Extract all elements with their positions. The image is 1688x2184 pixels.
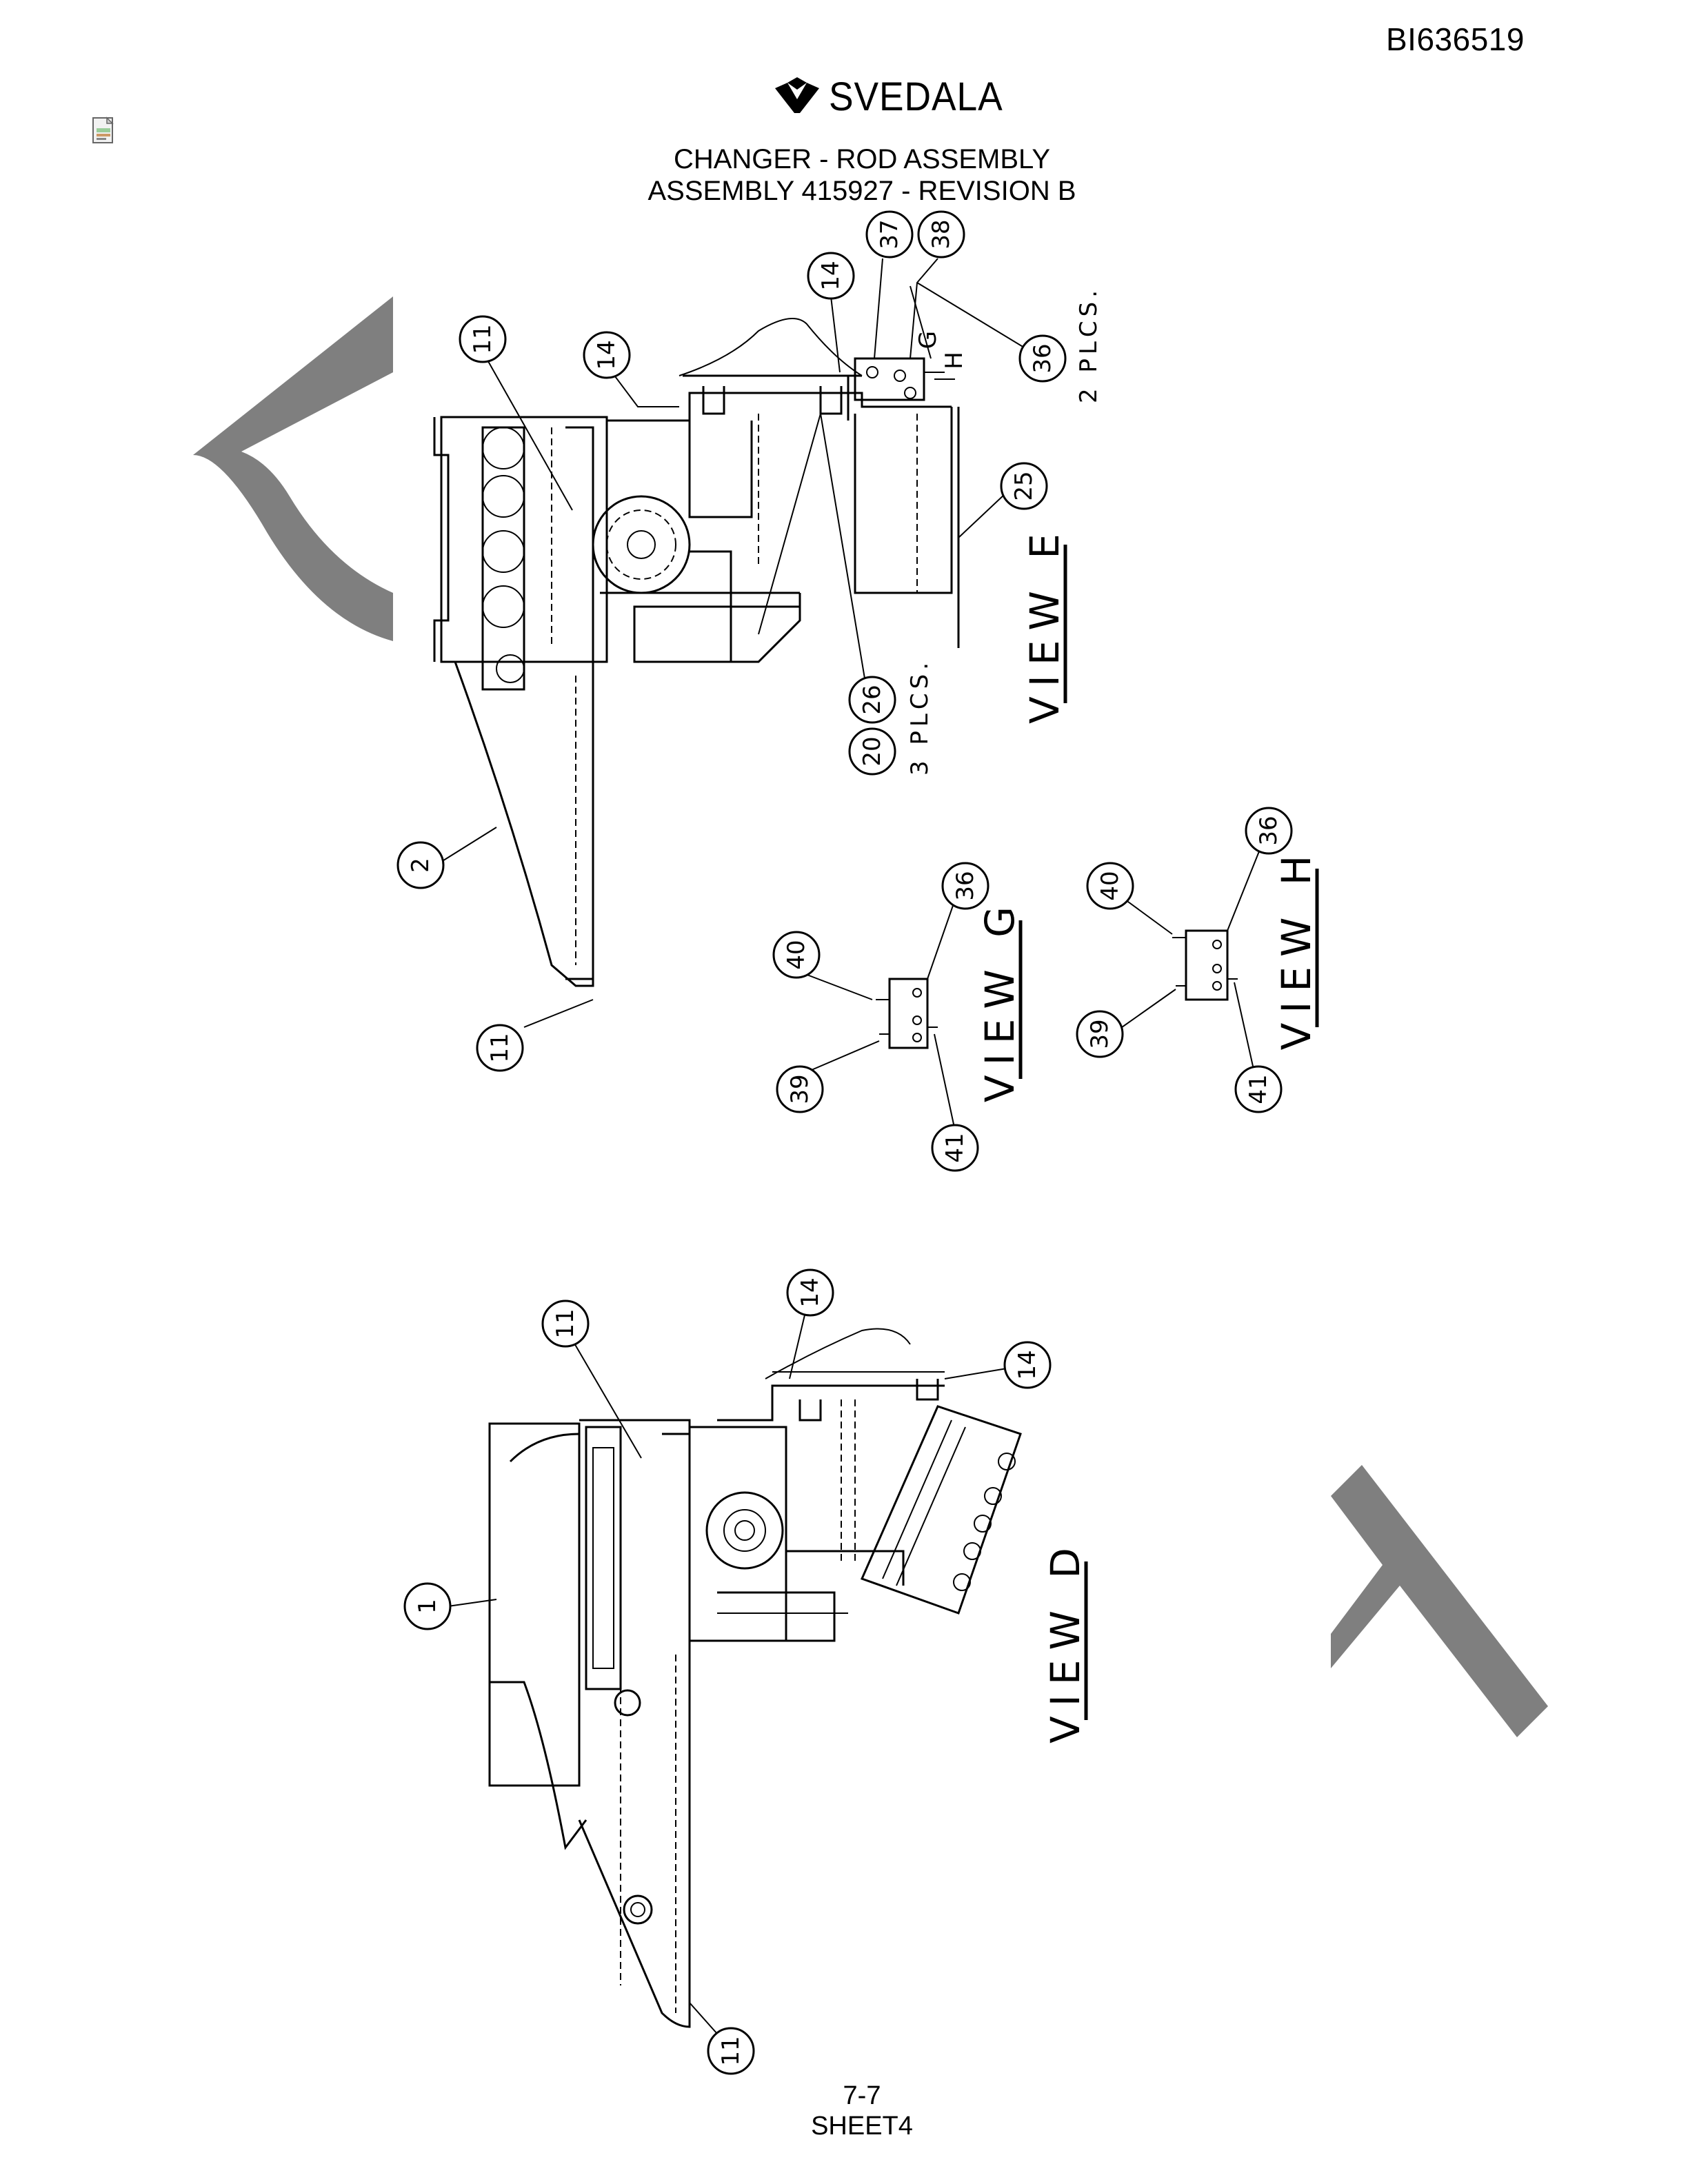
arrow-h-label: H [941,347,968,370]
view-d-callouts: 11 14 14 1 11 [403,1268,1052,2075]
callout-11-bottom: 11 [476,1024,524,1072]
callout-20: 20 [848,727,896,776]
watermark-chevron-shape [193,296,393,641]
callout-14-d-a: 14 [786,1268,834,1317]
callout-11-d-top: 11 [541,1300,590,1348]
svg-text:20: 20 [858,736,886,766]
svg-text:1: 1 [414,1599,441,1614]
svg-text:36: 36 [1255,816,1283,845]
svg-text:41: 41 [941,1133,969,1162]
note-2-plcs: 2 PLCS. [1075,286,1103,403]
svg-text:11: 11 [552,1308,579,1338]
callout-25: 25 [1000,462,1048,510]
callout-41-g: 41 [931,1124,979,1172]
callout-2: 2 [396,841,445,889]
svg-text:14: 14 [817,261,845,290]
attachment-file-icon[interactable] [91,116,119,146]
brand-name: SVEDALA [829,74,1003,119]
document-id: BI636519 [1386,21,1525,57]
view-d-drawing [448,1306,1022,2034]
svg-text:11: 11 [486,1033,514,1062]
callout-40-h: 40 [1086,862,1134,910]
note-3-plcs: 3 PLCS. [906,658,934,776]
view-e-label: VIEW E [1021,524,1068,724]
svg-text:11: 11 [717,2036,745,2065]
svg-text:25: 25 [1010,471,1038,501]
drawing-title: CHANGER - ROD ASSEMBLY ASSEMBLY 415927 -… [0,143,1688,207]
view-e-drawing [433,258,1032,1028]
callout-label: 11 [469,324,496,354]
arrow-g-label: G [914,327,942,349]
callout-36-h: 36 [1245,807,1293,855]
svg-text:41: 41 [1245,1074,1272,1104]
view-g-label: VIEW G [976,897,1023,1102]
svg-text:37: 37 [876,219,903,249]
view-e-callouts: 11 14 14 37 38 36 25 26 20 2 11 [396,210,1067,1072]
view-h-callouts: 40 36 39 41 [1076,807,1293,1113]
page-number: 7-7 [843,2081,881,2110]
svg-text:36: 36 [952,871,979,900]
callout-39-g: 39 [776,1065,824,1113]
callout-14-a: 14 [583,331,631,379]
view-g-callouts: 40 36 39 41 [772,862,989,1172]
svg-text:38: 38 [927,219,955,249]
title-line-2: ASSEMBLY 415927 - REVISION B [647,176,1076,206]
callout-38: 38 [917,210,965,259]
callout-11-top: 11 [459,315,507,363]
callout-39-h: 39 [1076,1010,1124,1058]
callout-11-d-bottom: 11 [707,2027,755,2075]
svg-text:26: 26 [858,685,886,714]
svedala-logo: SVEDALA [772,69,1018,124]
page-footer: 7-7 SHEET4 [0,2081,1688,2141]
svg-text:39: 39 [1086,1019,1114,1049]
callout-36: 36 [1018,334,1067,383]
callout-14-d-b: 14 [1003,1341,1052,1389]
svg-text:36: 36 [1029,343,1056,373]
watermark-t-shape [1331,1465,1548,1737]
svedala-mark-icon [775,77,819,113]
sheet-number: SHEET4 [811,2112,913,2141]
svg-text:39: 39 [786,1074,814,1104]
view-g-drawing [799,899,956,1131]
callout-26: 26 [848,676,896,724]
title-line-1: CHANGER - ROD ASSEMBLY [673,144,1051,174]
callout-40-g: 40 [772,931,821,979]
callout-37: 37 [865,210,914,259]
callout-1: 1 [403,1582,452,1630]
svg-text:14: 14 [1014,1350,1041,1379]
view-d-label: VIEW D [1042,1538,1089,1743]
svg-text:14: 14 [593,340,621,370]
svg-text:40: 40 [1096,871,1124,900]
callout-36-g: 36 [941,862,989,910]
callout-14-b: 14 [807,252,855,300]
svg-text:2: 2 [407,858,434,873]
svg-text:40: 40 [783,940,810,969]
view-h-label: VIEW H [1273,846,1320,1051]
view-h-drawing [1116,844,1263,1076]
svg-text:14: 14 [796,1277,824,1307]
callout-41-h: 41 [1234,1065,1283,1113]
